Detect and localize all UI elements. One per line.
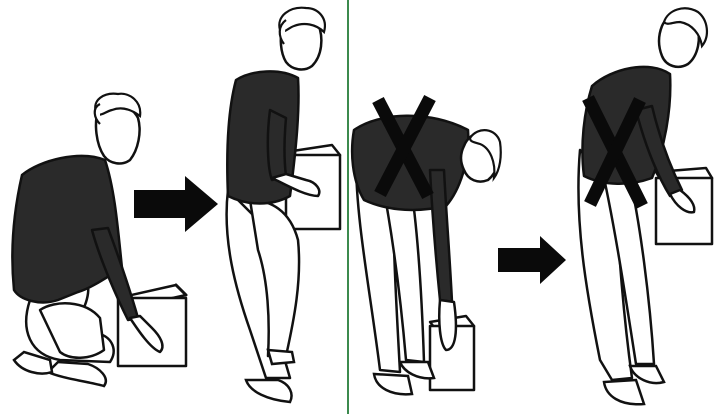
shoe-2b	[268, 350, 294, 364]
